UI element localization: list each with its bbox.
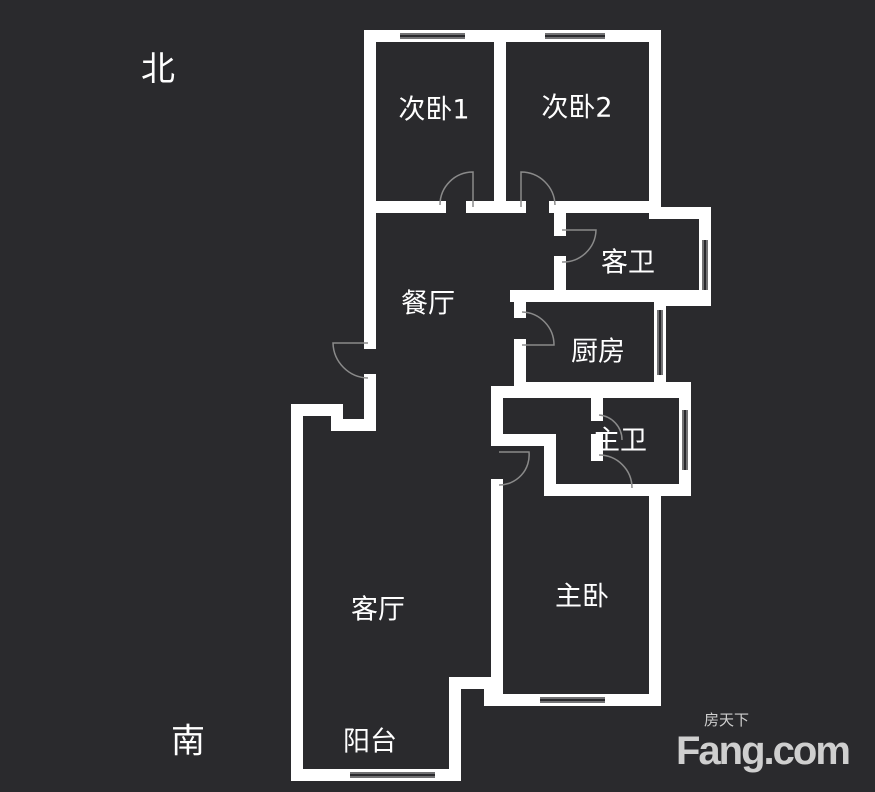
door-bedroom2 [520,171,556,207]
north-label: 北 [141,49,175,90]
watermark-brand: Fang.com [676,729,851,773]
door-bedroom1 [439,171,474,207]
door-master-bath [598,414,633,489]
watermark-cn: 房天下 [704,712,750,729]
door-master-bedroom [498,451,530,486]
fang-watermark-logo: 房天下 Fang.com [676,712,851,773]
room-label-master-bedroom: 主卧 [555,581,609,613]
windows [350,33,708,778]
south-label: 南 [171,721,205,762]
room-label-bedroom-1: 次卧1 [398,94,470,126]
room-label-living: 客厅 [351,594,405,626]
door-entrance [332,342,369,379]
room-label-kitchen: 厨房 [571,336,625,368]
door-guest-bath [561,229,597,263]
wall-master-bath [491,386,691,496]
room-label-balcony: 阳台 [343,726,397,758]
room-label-bedroom-2: 次卧2 [541,92,613,124]
room-label-dining: 餐厅 [401,288,455,320]
window-lines [350,33,708,778]
door-kitchen [521,311,555,346]
room-label-master-bath: 主卫 [593,425,647,457]
walls [291,30,711,781]
doors [332,171,633,489]
room-label-guest-bath: 客卫 [601,247,655,279]
